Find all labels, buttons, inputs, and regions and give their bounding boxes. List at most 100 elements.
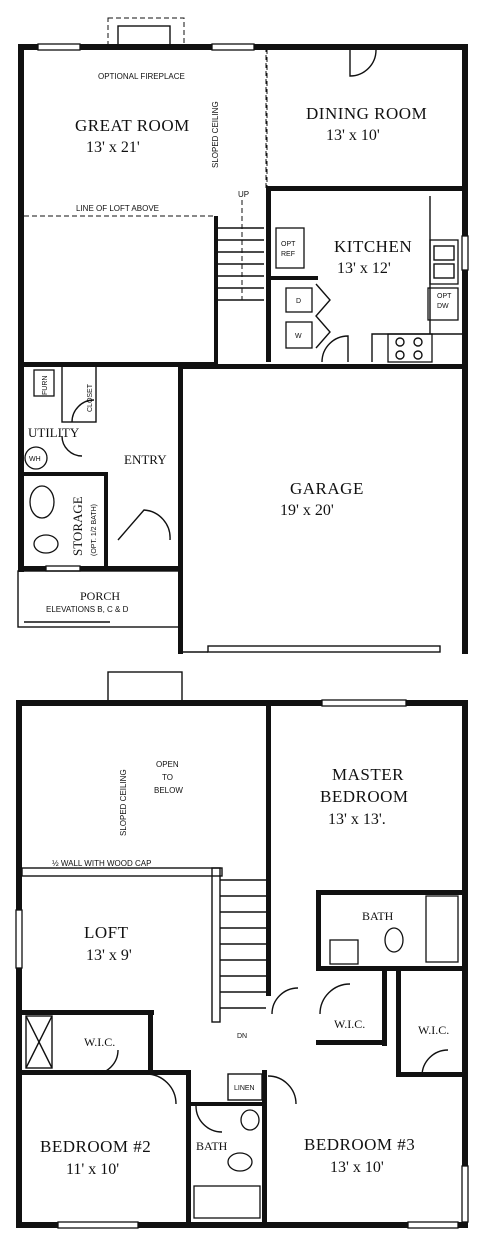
- window: [461, 235, 469, 271]
- bedroom3-door-swing: [267, 1075, 297, 1105]
- porch-outline: [17, 570, 183, 628]
- storage-label: STORAGE: [70, 496, 85, 556]
- sink-bowl: [240, 1109, 260, 1131]
- wall-wic-right-bottom: [396, 1072, 468, 1077]
- garage-name: GARAGE: [290, 479, 364, 498]
- elevations-label: ELEVATIONS B, C & D: [46, 605, 129, 614]
- wall-wic-master-bottom: [316, 1040, 386, 1045]
- window: [57, 1221, 139, 1229]
- wall-master-bath-top: [316, 890, 468, 895]
- burner: [413, 337, 423, 347]
- bedroom2-name: BEDROOM #2: [40, 1137, 151, 1156]
- stairs-up-label: UP: [238, 190, 249, 199]
- window: [461, 1165, 469, 1223]
- stairs-down-label: DN: [237, 1033, 247, 1040]
- wic-right-label: W.I.C.: [418, 1023, 449, 1037]
- exterior-wall-top: [16, 700, 468, 706]
- garage-door: [207, 645, 441, 653]
- stairs-down: [220, 879, 266, 1009]
- wall-master-bath-bottom: [316, 966, 468, 971]
- open-to-below-1: OPEN: [156, 760, 179, 769]
- window: [407, 1221, 459, 1229]
- laundry-wall: [268, 276, 318, 280]
- wall-wic-left-top: [22, 1010, 154, 1015]
- sink-basin: [433, 263, 455, 279]
- utility-door-swing: [61, 435, 83, 457]
- wic-master-door-swing: [319, 983, 351, 1015]
- half-wall-side: [211, 867, 221, 1023]
- wall-master-bath-left: [316, 890, 321, 970]
- toilet: [384, 927, 404, 953]
- wall-wic-master-right: [382, 970, 387, 1046]
- bedroom3-size: 13' x 10': [330, 1159, 384, 1176]
- wall-storage-top: [18, 472, 108, 476]
- loft-line-label: LINE OF LOFT ABOVE: [76, 204, 159, 213]
- furnace-label: FURN: [42, 376, 49, 395]
- wall-bath-right: [262, 1070, 267, 1228]
- window: [211, 43, 255, 51]
- master-door-swing: [271, 987, 299, 1015]
- bifold-door: [315, 283, 331, 349]
- half-wall: [21, 867, 223, 877]
- entry-door-swing: [117, 509, 171, 541]
- bath-label: BATH: [196, 1139, 228, 1153]
- loft-size: 13' x 9': [86, 947, 132, 964]
- opt-ref-label-1: OPT: [281, 241, 296, 248]
- bathtub: [425, 895, 459, 963]
- window: [37, 43, 81, 51]
- burner: [413, 350, 423, 360]
- bedroom2-door-swing: [145, 1073, 177, 1105]
- wall-dining-kitchen: [266, 186, 468, 191]
- linen-label: LINEN: [234, 1085, 255, 1092]
- wic-left-door-swing: [93, 1049, 119, 1075]
- wall-storage-right: [104, 472, 108, 568]
- exterior-wall-bottom: [16, 1222, 468, 1228]
- linen-closet: [227, 1073, 263, 1101]
- sink-basin: [433, 245, 455, 261]
- stairs-up: [214, 200, 264, 362]
- bedroom3-name: BEDROOM #3: [304, 1135, 415, 1154]
- opt-dw-label-1: OPT: [437, 293, 452, 300]
- utility-label: UTILITY: [28, 425, 80, 440]
- garage-wall-top: [178, 364, 468, 369]
- sloped-ceiling-label: SLOPED CEILING: [211, 101, 220, 168]
- great-room-name: GREAT ROOM: [75, 116, 190, 135]
- half-wall-label: ½ WALL WITH WOOD CAP: [52, 859, 151, 868]
- water-heater: [24, 446, 48, 470]
- wall-bath-top: [186, 1102, 266, 1106]
- wall-kitchen-stairs: [266, 186, 271, 362]
- opt-ref-label-2: REF: [281, 251, 295, 258]
- water-heater-label: WH: [29, 456, 41, 463]
- wall-master-left: [266, 706, 271, 996]
- closet-label: CLOSET: [87, 383, 94, 412]
- second-floor-plan: [15, 671, 469, 1229]
- closet-door-swing: [71, 399, 95, 423]
- shelf-x: [25, 1015, 53, 1069]
- refrigerator: [275, 227, 305, 269]
- window: [15, 909, 23, 969]
- linen-shelf: [25, 1015, 53, 1069]
- bathtub: [193, 1185, 261, 1219]
- fireplace-chimney-outline: [107, 671, 183, 703]
- great-room-size: 13' x 21': [86, 139, 140, 156]
- window: [45, 565, 81, 572]
- wall-wic-left-right: [148, 1010, 153, 1074]
- wall-porch-top: [18, 566, 182, 571]
- burner: [395, 350, 405, 360]
- dining-room-name: DINING ROOM: [306, 104, 427, 123]
- wall-wic-right-left: [396, 970, 401, 1076]
- range: [387, 333, 433, 363]
- sloped-divider: [265, 49, 268, 191]
- washer-label: W: [295, 333, 302, 340]
- dining-room-size: 13' x 10': [326, 127, 380, 144]
- optional-fireplace-label: OPTIONAL FIREPLACE: [98, 72, 185, 81]
- open-to-below-3: BELOW: [154, 786, 183, 795]
- opt-half-bath-label: (OPT. 1/2 BATH): [91, 504, 98, 556]
- exterior-wall-right: [462, 700, 468, 1228]
- opt-dw-label-2: DW: [437, 303, 449, 310]
- porch-label: PORCH: [80, 589, 120, 603]
- closet: [61, 365, 97, 423]
- loft-name: LOFT: [84, 923, 129, 942]
- dryer: [285, 287, 313, 313]
